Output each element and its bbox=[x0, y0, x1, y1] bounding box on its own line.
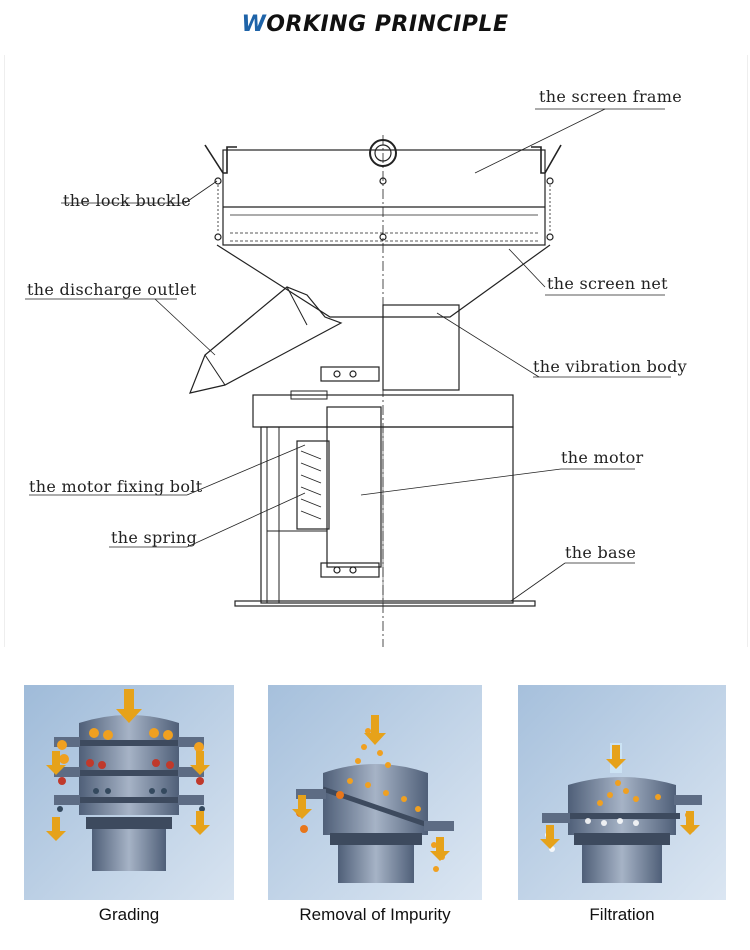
lock-buckle-left bbox=[204, 144, 237, 174]
technical-drawing: the screen frame the lock buckle the scr… bbox=[4, 55, 748, 647]
label-spring: the spring bbox=[111, 528, 198, 547]
vibration-body-shape bbox=[382, 304, 460, 391]
bolt-clamp-bottom bbox=[320, 562, 380, 578]
caption-grading: Grading bbox=[98, 905, 160, 924]
caption-filtration: Filtration bbox=[589, 905, 655, 924]
label-base: the base bbox=[565, 543, 637, 562]
lock-buckle-right bbox=[531, 144, 562, 174]
label-lock-buckle: the lock buckle bbox=[63, 191, 192, 210]
title-rest: ORKING PRINCIPLE bbox=[266, 12, 509, 37]
spring-housing bbox=[296, 440, 330, 530]
base-shape bbox=[260, 426, 514, 604]
handle-ring bbox=[369, 139, 397, 167]
label-motor-fixing-bolt: the motor fixing bolt bbox=[29, 477, 203, 496]
bolt-clamp-top bbox=[320, 366, 380, 382]
page-title: WORKING PRINCIPLE bbox=[0, 12, 750, 37]
screen-frame-shape bbox=[222, 149, 546, 246]
title-first-letter: W bbox=[241, 12, 267, 37]
caption-impurity-removal: Removal of Impurity bbox=[299, 905, 451, 924]
label-screen-net: the screen net bbox=[547, 274, 668, 293]
label-discharge-outlet: the discharge outlet bbox=[27, 280, 197, 299]
label-screen-frame: the screen frame bbox=[539, 87, 682, 106]
base-foot bbox=[234, 600, 536, 607]
label-motor: the motor bbox=[561, 448, 644, 467]
impurity-removal-illustration bbox=[268, 685, 482, 900]
filtration-illustration bbox=[518, 685, 726, 900]
machine-drawing bbox=[25, 108, 671, 647]
label-vibration-body: the vibration body bbox=[533, 357, 688, 376]
spring-shape bbox=[300, 450, 322, 520]
grading-illustration bbox=[24, 685, 234, 900]
motor-shape bbox=[326, 406, 382, 568]
discharge-outlet-shape bbox=[189, 286, 343, 394]
